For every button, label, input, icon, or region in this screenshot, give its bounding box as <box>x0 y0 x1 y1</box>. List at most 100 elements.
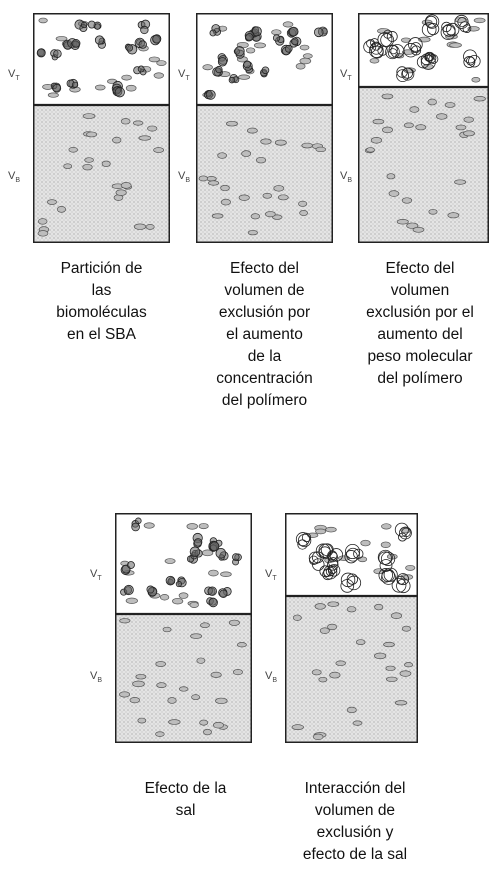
caption-salt-effect: Efecto de la sal <box>144 780 227 819</box>
biomolecule <box>208 569 219 577</box>
bottom-phase-label: VB <box>90 670 103 685</box>
biomolecule <box>178 592 189 599</box>
polymer-coil <box>377 549 396 572</box>
biomolecule <box>172 597 184 605</box>
polymer-coil <box>87 20 102 30</box>
polymer-coil <box>165 575 176 586</box>
biomolecule <box>444 102 456 108</box>
biomolecule <box>374 603 384 611</box>
biomolecule <box>301 142 313 149</box>
polymer-coil <box>131 517 142 532</box>
biomolecule <box>449 42 462 48</box>
polymer-coil <box>120 584 134 596</box>
biomolecule <box>138 135 152 141</box>
biomolecule <box>143 522 155 529</box>
top-phase-label: VT <box>8 68 20 83</box>
biomolecule <box>388 190 400 197</box>
polymer-coil <box>289 36 302 48</box>
top-phase-label: VT <box>178 68 190 83</box>
interaction-diagram <box>285 513 418 743</box>
biomolecule <box>327 623 338 631</box>
biomolecule <box>369 58 380 64</box>
top-phase-label: VT <box>90 568 102 583</box>
polymer-coil <box>94 35 107 49</box>
biomolecule <box>55 36 68 42</box>
polymer-coil <box>36 48 46 58</box>
polymer-coil <box>396 66 415 83</box>
polymer-coil <box>212 65 223 77</box>
biomolecule <box>394 700 408 706</box>
biomolecule <box>210 671 222 678</box>
box-frame <box>33 13 170 243</box>
biomolecule <box>403 122 414 129</box>
biomolecule <box>360 539 371 547</box>
box-frame <box>115 513 252 743</box>
biomolecule <box>299 210 309 216</box>
polymer-coil <box>454 14 472 33</box>
biomolecule <box>255 156 267 164</box>
biomolecule <box>299 44 310 51</box>
biomolecule <box>383 641 395 648</box>
biomolecule <box>232 669 243 676</box>
bottom-phase-label: VB <box>178 170 191 185</box>
biomolecule <box>253 42 266 49</box>
caption-excluded-volume-molecular-weight: Efecto del volumen exclusión por el aume… <box>366 260 474 387</box>
biomolecule <box>412 226 425 233</box>
polymer-coil <box>134 37 147 49</box>
biomolecule <box>262 192 273 199</box>
polymer-coil <box>313 26 328 38</box>
polymer-coil <box>146 585 158 597</box>
biomolecule <box>399 670 412 677</box>
biomolecule <box>385 665 396 671</box>
polymer-coil <box>272 34 285 46</box>
biomolecule <box>277 194 289 201</box>
biomolecule <box>155 661 167 667</box>
polymer-coil <box>368 42 388 59</box>
biomolecule <box>191 694 201 701</box>
biomolecule <box>198 523 209 530</box>
phase-box-5 <box>285 513 418 743</box>
biomolecule <box>208 180 220 186</box>
biomolecule <box>94 84 106 91</box>
biomolecule <box>427 98 437 106</box>
biomolecule <box>155 731 165 737</box>
polymer-coil <box>70 39 81 50</box>
biomolecule <box>274 139 287 146</box>
biomolecule <box>245 47 256 54</box>
biomolecule <box>129 697 140 704</box>
biomolecule <box>164 558 176 564</box>
biomolecule <box>250 213 261 220</box>
biomolecule <box>380 541 391 548</box>
polymer-coil <box>218 587 232 599</box>
biomolecule <box>374 652 387 660</box>
biomolecule <box>318 676 328 683</box>
biomolecule <box>241 150 252 157</box>
polymer-coil <box>204 586 217 596</box>
box-frame <box>196 13 333 243</box>
bottom-phase <box>197 105 332 242</box>
biomolecule <box>125 84 137 92</box>
biomolecule <box>137 717 147 724</box>
biomolecule <box>312 733 324 741</box>
polymer-coil <box>206 597 218 608</box>
biomolecule <box>406 222 419 229</box>
polymer-coil <box>250 26 262 38</box>
biomolecule <box>346 606 357 613</box>
biomolecule <box>381 93 394 100</box>
biomolecule <box>447 212 460 219</box>
polymer-coil <box>112 85 125 98</box>
biomolecule <box>202 64 213 71</box>
biomolecule <box>273 185 285 192</box>
biomolecule <box>162 626 172 633</box>
biomolecule <box>315 146 327 153</box>
top-phase <box>286 514 417 596</box>
bottom-phase <box>359 87 488 242</box>
biomolecule <box>381 523 392 530</box>
bottom-phase <box>34 105 169 242</box>
phase-box-3 <box>358 13 489 243</box>
biomolecule <box>159 594 170 601</box>
biomolecule <box>220 571 232 578</box>
polymer-coil <box>421 14 440 37</box>
biomolecule <box>63 163 73 170</box>
polymer-coil <box>242 60 254 74</box>
